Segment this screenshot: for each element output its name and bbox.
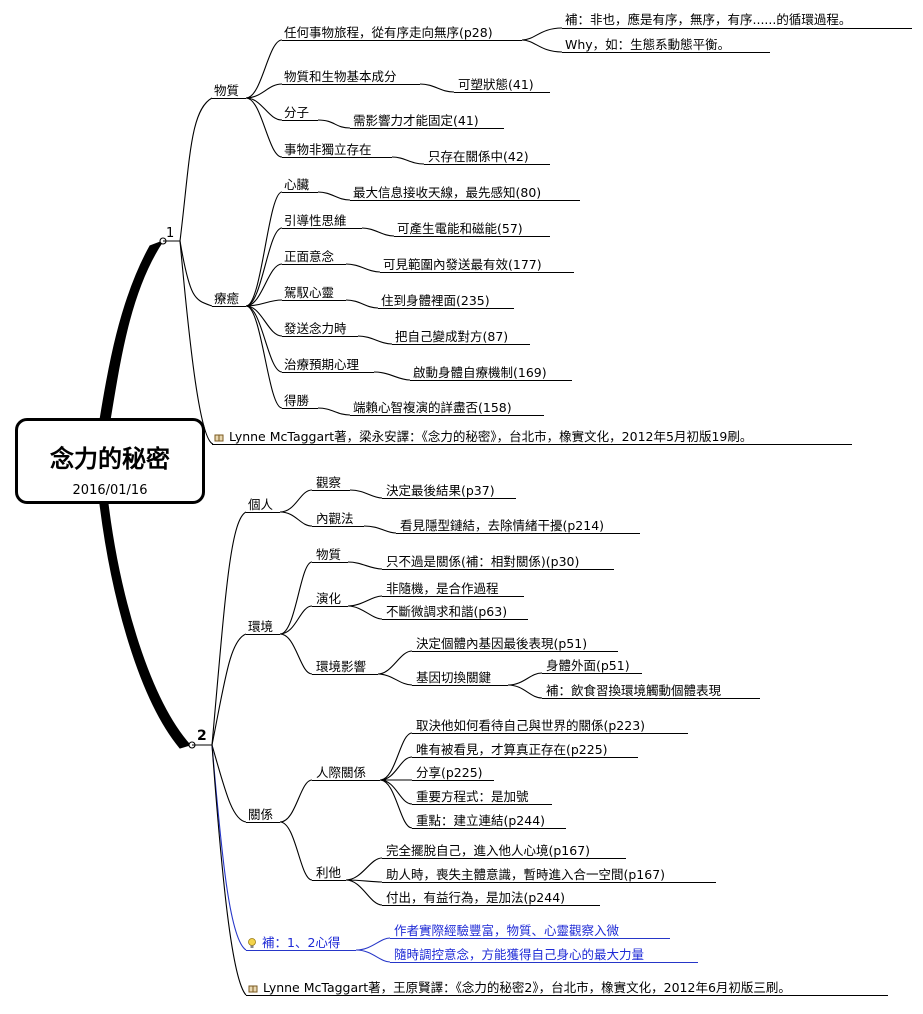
- healing-item-6[interactable]: 治療預期心理: [284, 357, 360, 372]
- healing-item-4[interactable]: 駕馭心靈: [284, 285, 335, 300]
- matter-item-3-sub-1[interactable]: 需影響力才能固定(41): [353, 113, 479, 128]
- trunk-1: [99, 239, 165, 421]
- note-sub-2[interactable]: 隨時調控意念，方能獲得自己身心的最大力量: [394, 947, 645, 962]
- healing-item-4-sub-1[interactable]: 住到身體裡面(235): [381, 293, 490, 308]
- note-sub-1[interactable]: 作者實際經驗豐富，物質、心靈觀察入微: [394, 923, 620, 938]
- note-topic[interactable]: 補：1、2心得: [262, 935, 341, 950]
- trunk-2: [99, 503, 191, 749]
- central-topic[interactable]: 念力的秘密 2016/01/16: [15, 418, 205, 504]
- healing-item-1[interactable]: 心臟: [284, 177, 310, 192]
- lightbulb-icon: [247, 938, 257, 952]
- reference-2[interactable]: Lynne McTaggart著，王原賢譯：《念力的秘密2》，台北市，橡實文化，…: [263, 980, 791, 995]
- healing-item-3[interactable]: 正面意念: [284, 249, 335, 264]
- book-icon: [214, 433, 224, 446]
- relation-item-2-sub-3[interactable]: 付出，有益行為，是加法(p244): [386, 890, 566, 905]
- environment-item-2-sub-2[interactable]: 不斷微調求和諧(p63): [386, 604, 508, 619]
- relation-item-1-sub-1[interactable]: 取決他如何看待自己與世界的關係(p223): [416, 718, 646, 733]
- matter-item-4-sub-1[interactable]: 只存在關係中(42): [428, 149, 529, 164]
- environment-item-2-sub-1[interactable]: 非隨機，是合作過程: [386, 581, 499, 596]
- matter-item-4[interactable]: 事物非獨立存在: [284, 142, 372, 157]
- relation-item-1[interactable]: 人際關係: [316, 765, 367, 780]
- healing-item-7[interactable]: 得勝: [284, 393, 310, 408]
- environment-item-3[interactable]: 環境影響: [316, 659, 367, 674]
- matter-item-2[interactable]: 物質和生物基本成分: [284, 69, 397, 84]
- gene-switch-sub-2[interactable]: 補：飲食習換環境觸動個體表現: [546, 683, 722, 698]
- relation-item-1-sub-5[interactable]: 重點：建立連結(p244): [416, 813, 546, 828]
- matter-item-1-sub-1[interactable]: 補：非也，應是有序，無序，有序......的循環過程。: [565, 12, 852, 27]
- matter-item-3[interactable]: 分子: [284, 105, 310, 120]
- healing-item-2-sub-1[interactable]: 可產生電能和磁能(57): [397, 221, 523, 236]
- gene-switch-sub-1[interactable]: 身體外面(p51): [546, 658, 630, 673]
- healing-item-2[interactable]: 引導性思維: [284, 213, 347, 228]
- reference-1[interactable]: Lynne McTaggart著，梁永安譯：《念力的秘密》，台北市，橡實文化，2…: [229, 429, 753, 444]
- relation-item-1-sub-3[interactable]: 分享(p225): [416, 765, 483, 780]
- relation-item-1-sub-4[interactable]: 重要方程式：是加號: [416, 789, 529, 804]
- central-date: 2016/01/16: [72, 483, 148, 498]
- topic-matter[interactable]: 物質: [214, 83, 240, 98]
- relation-item-2-sub-1[interactable]: 完全擺脫自己，進入他人心境(p167): [386, 843, 591, 858]
- matter-item-2-sub-1[interactable]: 可塑狀態(41): [458, 77, 534, 92]
- topic-individual[interactable]: 個人: [248, 497, 274, 512]
- individual-item-1-sub-1[interactable]: 決定最後結果(p37): [386, 483, 495, 498]
- environment-item-1[interactable]: 物質: [316, 547, 342, 562]
- relation-item-2[interactable]: 利他: [316, 865, 342, 880]
- healing-item-3-sub-1[interactable]: 可見範圍內發送最有效(177): [383, 257, 542, 272]
- individual-item-2-sub-1[interactable]: 看見隱型鏈結，去除情緒干擾(p214): [400, 518, 605, 533]
- healing-item-6-sub-1[interactable]: 啟動身體自療機制(169): [413, 365, 547, 380]
- healing-item-5[interactable]: 發送念力時: [284, 321, 347, 336]
- healing-item-5-sub-1[interactable]: 把自己變成對方(87): [395, 329, 509, 344]
- node-1-label[interactable]: 1: [166, 226, 175, 241]
- relation-item-2-sub-2[interactable]: 助人時，喪失主體意識，暫時進入合一空間(p167): [386, 867, 666, 882]
- healing-item-7-sub-1[interactable]: 端賴心智複演的詳盡否(158): [353, 400, 512, 415]
- topic-relation[interactable]: 關係: [248, 807, 274, 822]
- node-2-label[interactable]: 2: [197, 728, 207, 744]
- book-icon: [248, 984, 258, 997]
- relation-item-1-sub-2[interactable]: 唯有被看見，才算真正存在(p225): [416, 742, 608, 757]
- individual-item-2[interactable]: 內觀法: [316, 511, 354, 526]
- environment-item-1-sub-1[interactable]: 只不過是關係(補：相對關係)(p30): [386, 554, 580, 569]
- topic-environment[interactable]: 環境: [248, 619, 274, 634]
- topic-healing[interactable]: 療癒: [214, 291, 240, 306]
- environment-item-2[interactable]: 演化: [316, 591, 342, 606]
- individual-item-1[interactable]: 觀察: [316, 475, 342, 490]
- matter-item-1[interactable]: 任何事物旅程，從有序走向無序(p28): [284, 25, 493, 40]
- matter-item-1-sub-2[interactable]: Why，如：生態系動態平衡。: [565, 37, 731, 52]
- healing-item-1-sub-1[interactable]: 最大信息接收天線，最先感知(80): [353, 185, 542, 200]
- environment-item-3-sub-1[interactable]: 決定個體內基因最後表現(p51): [416, 636, 588, 651]
- environment-item-3-sub-2[interactable]: 基因切換關鍵: [416, 670, 492, 685]
- central-title: 念力的秘密: [50, 445, 170, 473]
